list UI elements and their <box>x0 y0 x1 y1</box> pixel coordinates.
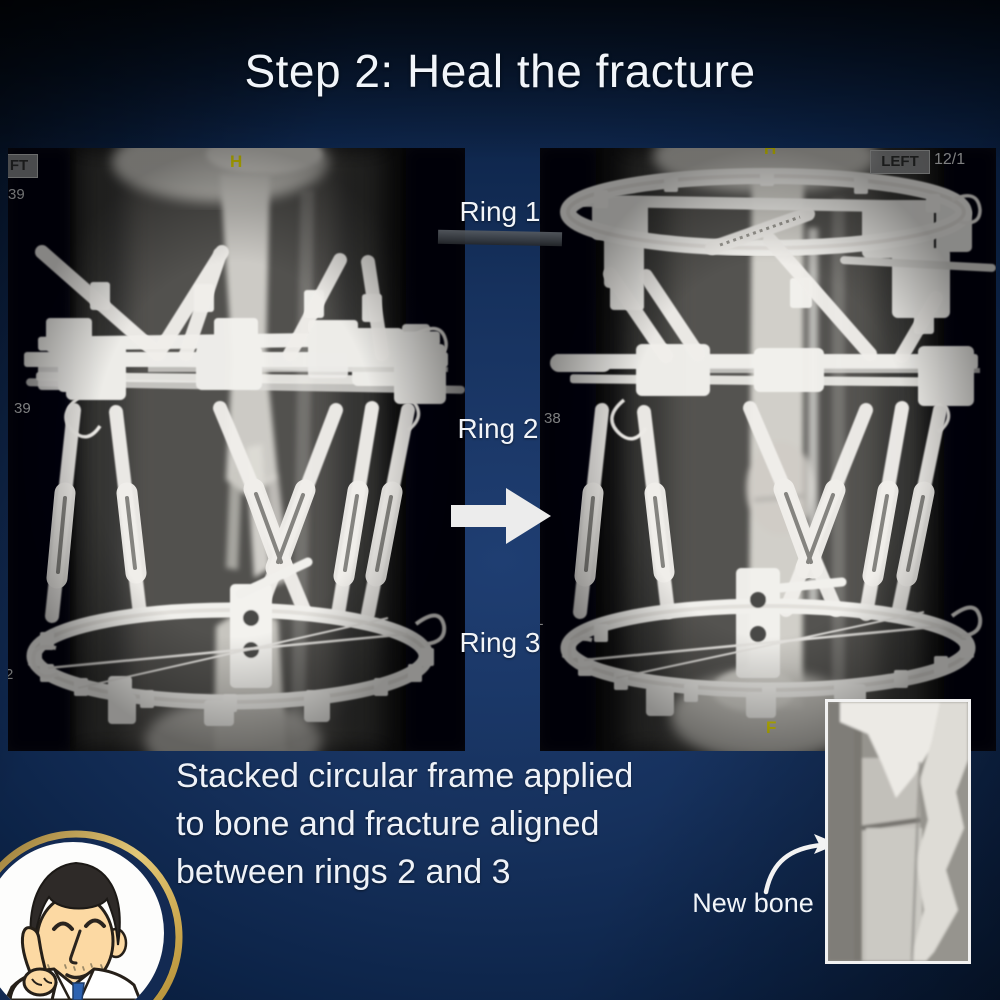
xray-after-image: LEFT 12/1 H 38 L F <box>540 148 996 751</box>
xray-edge-letter: L <box>540 612 543 629</box>
doctor-avatar <box>0 830 183 1000</box>
xray-before-image: FT 39 39 2 H <box>8 148 465 751</box>
xray-corner-number: 39 <box>8 186 25 203</box>
xray-corner-tag: FT <box>8 154 38 178</box>
xray-corner-tag: LEFT <box>870 150 930 174</box>
caption-line-3: between rings 2 and 3 <box>176 853 511 891</box>
ring-3-label: Ring 3 <box>459 627 541 658</box>
page-title: Step 2: Heal the fracture <box>244 45 756 97</box>
orientation-marker-h: H <box>764 148 777 158</box>
connecting-rod <box>437 229 563 247</box>
orientation-marker-f: F <box>766 718 777 737</box>
ring-2-label: Ring 2 <box>457 413 539 444</box>
xray-scale-number: 39 <box>14 400 31 417</box>
transition-arrow-icon <box>451 488 551 544</box>
new-bone-closeup <box>828 702 968 961</box>
caption-text: Stacked circular frame applied to bone a… <box>176 752 633 896</box>
xray-scale-number: 38 <box>544 410 561 427</box>
xray-edge-number: 2 <box>8 666 14 683</box>
orientation-marker-h: H <box>230 152 243 171</box>
xray-after-illustration <box>540 148 996 751</box>
xray-before-illustration <box>8 148 465 751</box>
new-bone-inset <box>825 699 971 964</box>
ring-1-label: Ring 1 <box>459 196 541 227</box>
caption-line-2: to bone and fracture aligned <box>176 805 600 843</box>
xray-corner-value: 12/1 <box>934 151 966 168</box>
new-bone-label: New bone <box>692 888 814 918</box>
caption-line-1: Stacked circular frame applied <box>176 757 634 795</box>
